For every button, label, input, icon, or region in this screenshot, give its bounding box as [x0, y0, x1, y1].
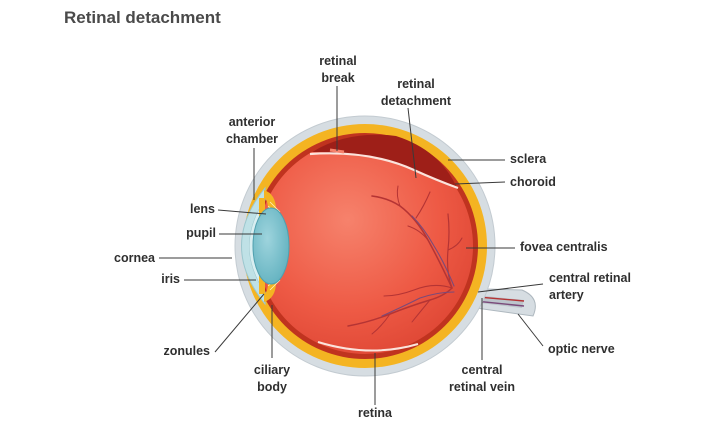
iris-upper	[259, 198, 265, 222]
label-anterior-chamber: anterior chamber	[225, 115, 279, 146]
label-ciliary-body: ciliary body	[253, 363, 291, 394]
iris-lower	[259, 270, 265, 294]
label-retinal-break: retinal break	[319, 54, 357, 85]
label-optic-nerve: optic nerve	[548, 342, 615, 356]
label-central-retinal-artery: central retinal artery	[549, 271, 631, 302]
vitreous-body	[257, 138, 473, 354]
retinal-veins	[381, 215, 455, 317]
retinal-blood-vessels	[347, 185, 463, 335]
detached-retina-membrane	[309, 152, 459, 190]
label-sclera: sclera	[510, 152, 547, 166]
label-choroid: choroid	[510, 175, 556, 189]
label-zonules: zonules	[163, 344, 210, 358]
label-retina: retina	[357, 406, 393, 420]
label-cornea: cornea	[114, 251, 155, 265]
retina-edge-highlight	[317, 341, 419, 352]
label-fovea-centralis: fovea centralis	[520, 240, 608, 254]
lens-shape	[252, 207, 290, 285]
label-pupil: pupil	[186, 226, 216, 240]
label-iris: iris	[161, 272, 180, 286]
label-central-retinal-vein: central retinal vein	[449, 363, 515, 394]
retinal-detachment-pocket	[312, 134, 457, 188]
diagram-title: Retinal detachment	[64, 8, 221, 27]
label-lens: lens	[189, 202, 215, 216]
leader-lines	[159, 86, 544, 405]
label-retinal-detachment: retinal detachment	[380, 77, 452, 108]
